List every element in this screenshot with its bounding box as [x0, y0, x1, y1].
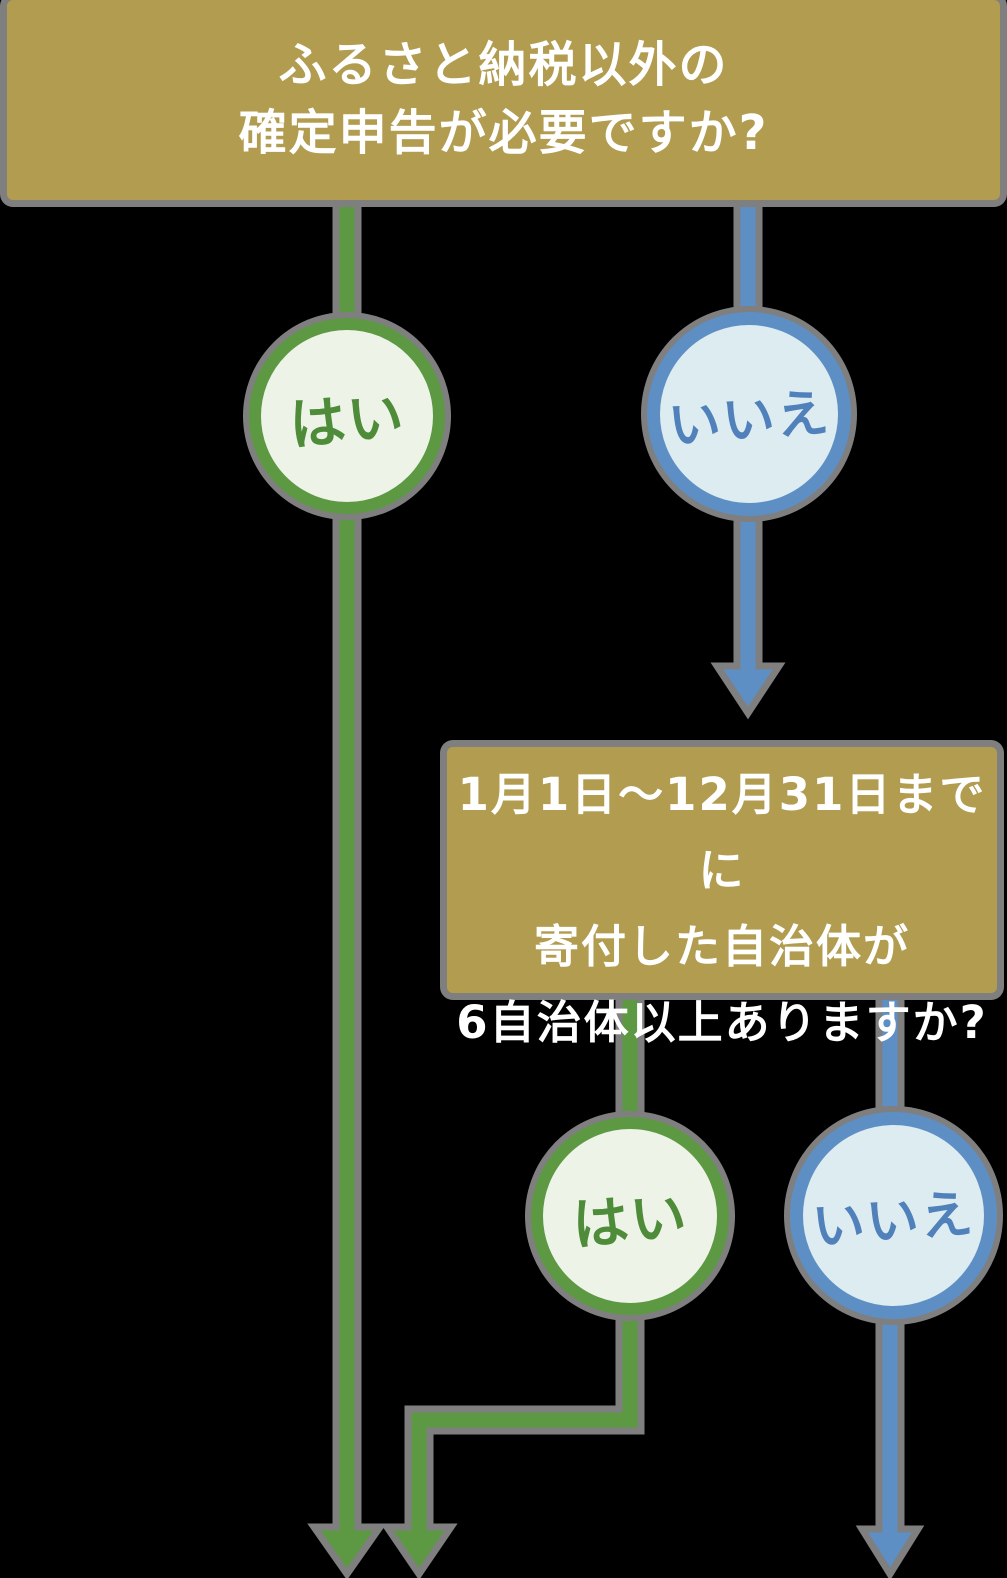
question2-text-line2: 寄付した自治体が [533, 920, 910, 973]
no2-label: いいえ [810, 1184, 978, 1258]
yes1-label: はい [286, 383, 409, 459]
question1-banner: ふるさと納税以外の 確定申告が必要ですか? [7, 0, 1000, 200]
question1-text-line2: 確定申告が必要ですか? [238, 105, 769, 161]
question1-text-line1: ふるさと納税以外の [278, 37, 729, 93]
no1-node: いいえ [647, 312, 851, 516]
question2-text-line1: 1月1日〜12月31日までに [457, 768, 987, 897]
question2-text-line3: 6自治体以上ありますか? [456, 996, 988, 1049]
yes2-node: はい [531, 1117, 729, 1315]
no2-node: いいえ [790, 1112, 997, 1319]
question2-banner: 1月1日〜12月31日までに 寄付した自治体が 6自治体以上ありますか? [447, 747, 997, 1049]
no1-label: いいえ [666, 382, 833, 457]
yes2-label: はい [569, 1183, 692, 1259]
yes1-node: はい [249, 318, 445, 514]
